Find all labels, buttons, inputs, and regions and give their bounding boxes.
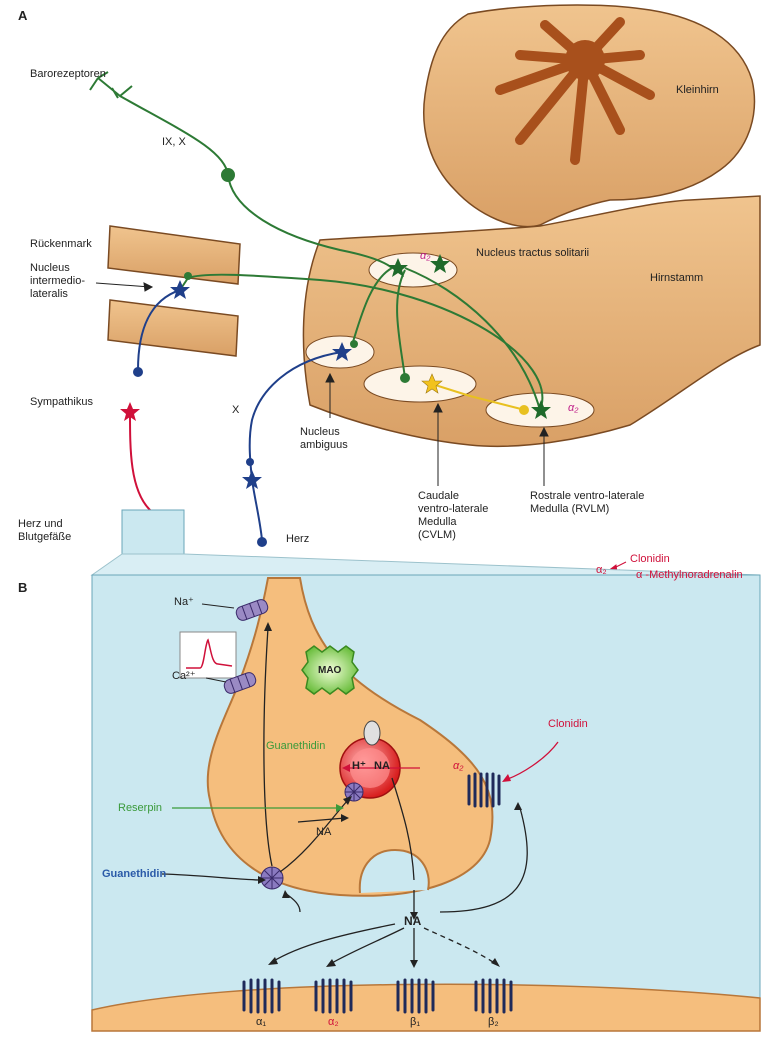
clonidin-label: Clonidin xyxy=(548,718,588,731)
barorezeptoren-label: Barorezeptoren xyxy=(30,68,106,81)
nucleus-tractus-solitarii-label: Nucleus tractus solitarii xyxy=(476,247,589,260)
zoom-source-box xyxy=(122,510,184,554)
cvlm-terminal xyxy=(400,373,410,383)
cerebellum xyxy=(424,5,755,227)
rvlm-yellow-terminal xyxy=(519,405,529,415)
herz-label: Herz xyxy=(286,533,309,546)
spinal-cord-lower xyxy=(108,300,238,356)
na-synapse-label: NA xyxy=(404,915,421,928)
hirnstamm-label: Hirnstamm xyxy=(650,272,703,285)
vagal-dot xyxy=(246,458,254,466)
sympathikus-label: Sympathikus xyxy=(30,396,93,409)
na-transport-label: NA xyxy=(316,826,331,839)
receptor-beta1-label: β₁ xyxy=(410,1016,420,1029)
mao-label: MAO xyxy=(318,664,341,677)
guanethidin-left-label: Guanethidin xyxy=(102,868,166,881)
nucleus-intermediolateralis-label: Nucleus intermedio- lateralis xyxy=(30,262,85,301)
receptor-beta2-label: β₂ xyxy=(488,1016,499,1029)
guanethidin-top-label: Guanethidin xyxy=(266,740,325,753)
alpha2-presynaptic-label: α₂ xyxy=(453,760,463,773)
nerve-ix-x-label: IX, X xyxy=(162,136,186,149)
ambiguus-terminal xyxy=(350,340,358,348)
uptake-transporter-icon xyxy=(261,867,283,889)
methylnoradrenalin-label: α -Methylnoradrenalin xyxy=(636,569,743,582)
cvlm-ellipse xyxy=(364,366,476,402)
x-label: X xyxy=(232,404,239,417)
h-plus-label: H⁺ xyxy=(352,760,366,773)
ganglion-icon xyxy=(221,168,235,182)
receptor-alpha1-label: α₁ xyxy=(256,1016,266,1029)
kleinhirn-label: Kleinhirn xyxy=(676,84,719,97)
receptor-alpha2-label: α₂ xyxy=(328,1016,339,1029)
panel-b-label: B xyxy=(18,580,27,595)
rvlm-label: Rostrale ventro-laterale Medulla (RVLM) xyxy=(530,490,644,516)
na-plus-label: Na⁺ xyxy=(174,596,194,609)
guanethidin-ligand-icon xyxy=(364,721,380,745)
sympathetic-terminal xyxy=(133,367,143,377)
ca-2plus-label: Ca²⁺ xyxy=(172,670,196,683)
rueckenmark-label: Rückenmark xyxy=(30,238,92,251)
cvlm-label: Caudale ventro-laterale Medulla (CVLM) xyxy=(418,490,488,542)
reserpin-label: Reserpin xyxy=(118,802,162,815)
alpha2-rvlm-label: α₂ xyxy=(568,402,578,415)
alpha2-nts-label: α₂ xyxy=(420,250,430,263)
na-vesicle-label: NA xyxy=(374,760,390,773)
nts-terminal xyxy=(184,272,192,280)
alpha2-drug-label: α₂ xyxy=(596,564,607,577)
star-intermediolateral xyxy=(170,280,190,299)
clonidin-drug-label: Clonidin xyxy=(630,553,670,566)
nucleus-ambiguus-label: Nucleus ambiguus xyxy=(300,426,348,452)
heart-terminal xyxy=(257,537,267,547)
herz-und-blutgefaesse-label: Herz und Blutgefäße xyxy=(18,518,71,544)
panel-a-label: A xyxy=(18,8,27,23)
